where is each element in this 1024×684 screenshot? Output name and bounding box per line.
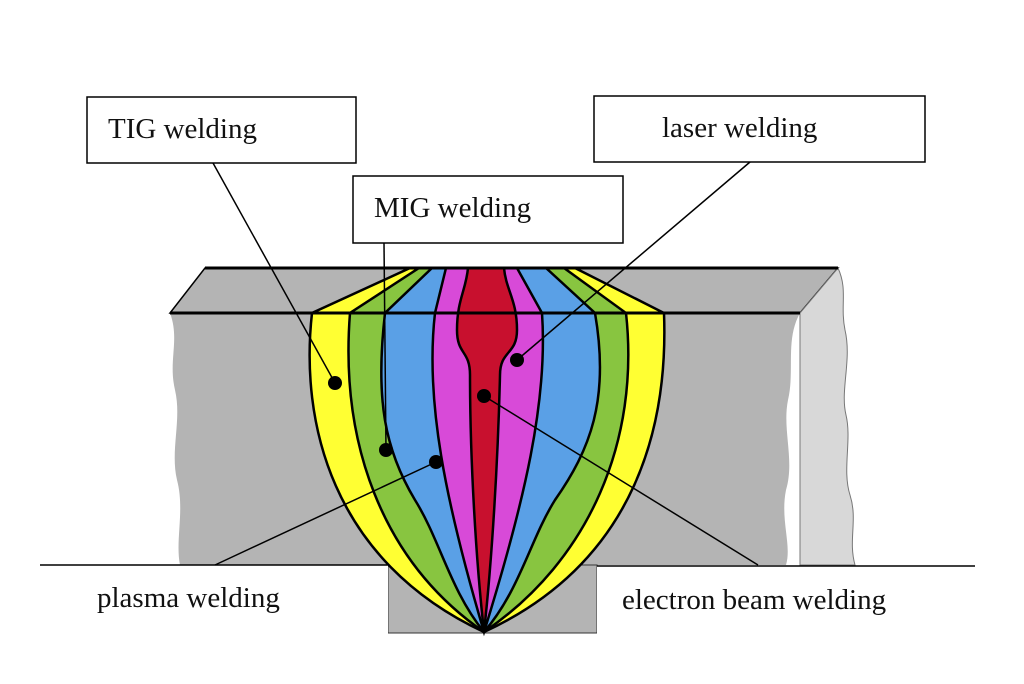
laser-marker-dot: [510, 353, 524, 367]
tig-leader: [212, 162, 336, 384]
electron-beam-marker-dot: [477, 389, 491, 403]
plasma-marker-dot: [429, 455, 443, 469]
electron-label-box: [597, 566, 977, 641]
plasma-leader: [214, 461, 437, 566]
plasma-label: plasma welding: [97, 582, 280, 614]
electron-beam-label: electron beam welding: [622, 584, 886, 616]
tig-label: TIG welding: [108, 113, 257, 145]
mig-leader: [383, 242, 387, 451]
laser-leader: [516, 161, 751, 361]
electron-beam-zone: [455, 266, 519, 633]
mig-marker-dot: [379, 443, 393, 457]
mig-label: MIG welding: [374, 192, 531, 224]
laser-label-box: [593, 95, 926, 163]
electron-beam-leader: [483, 395, 759, 566]
tig-label-box: [86, 96, 357, 164]
tig-marker-dot: [328, 376, 342, 390]
plate-side-face: [799, 267, 856, 566]
mig-label-box: [352, 175, 624, 244]
laser-label: laser welding: [662, 112, 817, 144]
plasma-label-box: [40, 565, 388, 640]
